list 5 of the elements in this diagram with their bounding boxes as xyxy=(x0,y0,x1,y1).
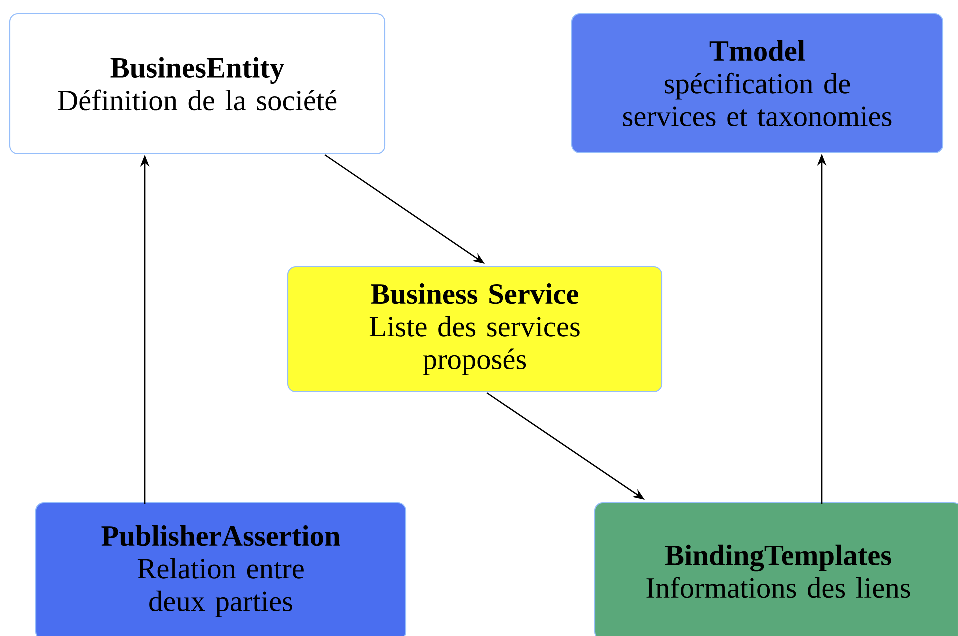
box: Tmodel spécification de services et taxonomies xyxy=(571,13,944,154)
box: BusinesEntity Définition de la société xyxy=(9,13,386,155)
box: BindingTemplates Informations des liens xyxy=(594,502,958,636)
box: Business Service Liste des services proposés xyxy=(287,266,663,393)
box: PublisherAssertion Relation entre deux parties xyxy=(35,502,407,636)
